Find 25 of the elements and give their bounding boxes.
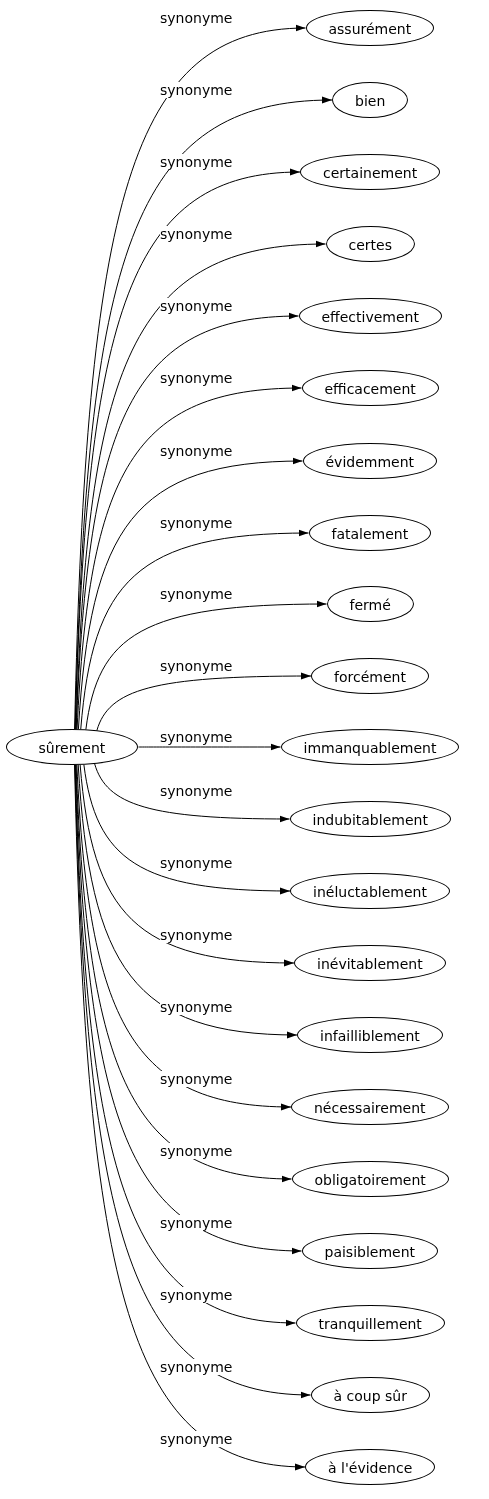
arrow [74, 25, 306, 730]
edge-label: synonyme [160, 298, 233, 314]
arrow [83, 764, 291, 895]
arrow [80, 529, 309, 730]
edge-label: synonyme [160, 82, 233, 98]
arrow [79, 764, 295, 967]
edge-label: synonyme [160, 154, 233, 170]
arrow [74, 169, 301, 730]
edge-label: synonyme [160, 226, 233, 242]
arrow [85, 600, 327, 730]
edge-label: synonyme [160, 1431, 233, 1447]
arrow [77, 764, 298, 1039]
arrow [96, 672, 312, 731]
arrow [94, 763, 290, 823]
arrow [138, 743, 281, 751]
edge-label: synonyme [160, 1071, 233, 1087]
edge-label: synonyme [160, 1359, 233, 1375]
arrow [76, 384, 302, 730]
arrow [75, 764, 292, 1182]
edge-label: synonyme [160, 1143, 233, 1159]
arrow [74, 764, 296, 1326]
edge-label: synonyme [160, 1215, 233, 1231]
arrow [75, 313, 299, 730]
arrow [77, 457, 303, 730]
edge-label: synonyme [160, 1287, 233, 1303]
